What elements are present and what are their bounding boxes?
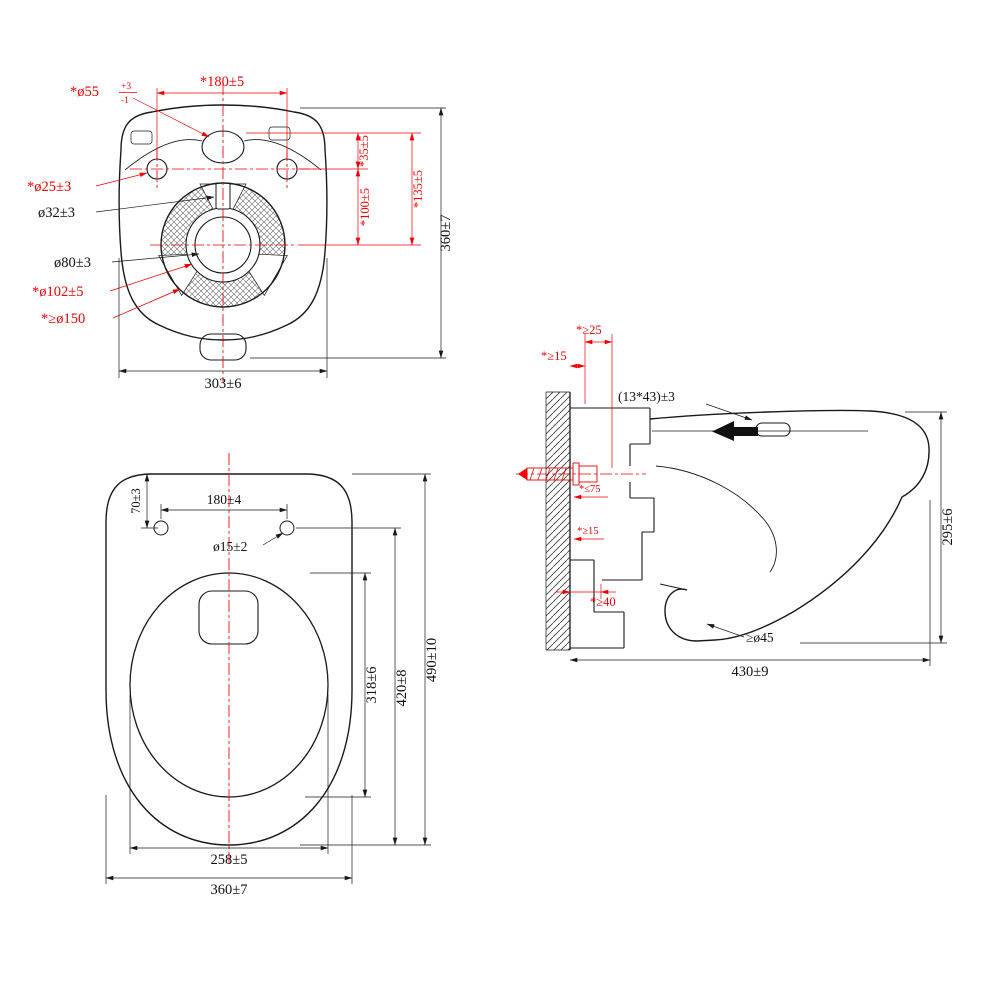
side-view: *≥25 *≥15 (13*43)±3 *≤75 *≥15 *≥40 295±6… [516,323,956,680]
rear-dimensions: *180±5 *ø55 +3 -1 *ø25±3 ø32±3 ø80±3 *ø1… [27,74,454,392]
dim-d25: *ø25±3 [27,179,71,195]
side-fixing-bolt [516,462,646,486]
dim-d55-minus: -1 [121,96,129,106]
dim-le75: *≤75 [579,484,601,495]
dim-430: 430±9 [732,664,769,680]
dim-295: 295±6 [940,509,956,546]
dim-360: 360±7 [211,882,248,898]
dim-420: 420±8 [394,670,410,707]
dim-d102: *ø102±5 [32,284,83,300]
dim-180: 180±4 [207,492,242,507]
top-view: 70±3 180±4 ø15±2 318±6 420±8 490±10 258±… [105,453,440,898]
dim-135: *135±5 [411,170,425,208]
dim-ge40: *≥40 [590,595,616,609]
side-frame-outline [570,407,655,649]
dim-ge15-mid: *≥15 [577,526,599,537]
dim-hole-spacing: *180±5 [200,74,244,90]
dim-d150: *≥ø150 [41,311,85,327]
dim-width: 303±6 [205,376,242,392]
flush-jet [198,590,259,645]
dim-d32: ø32±3 [38,205,75,221]
top-dimensions: 70±3 180±4 ø15±2 318±6 420±8 490±10 258±… [105,473,440,898]
dim-slot: (13*43)±3 [618,389,675,404]
dim-70: 70±3 [129,488,143,514]
rear-centerlines [130,83,316,382]
dim-trap: ≥ø45 [746,630,774,645]
side-bowl-outline [649,409,930,642]
dim-d15: ø15±2 [213,539,247,554]
dim-d55-plus: +3 [121,82,131,92]
dim-100: *100±5 [358,188,372,226]
dim-318: 318±6 [364,667,380,704]
dim-258: 258±5 [211,852,248,868]
dim-d80: ø80±3 [54,255,91,271]
dim-ge15-top: *≥15 [541,349,567,363]
hinge-hole-right [279,520,295,536]
flush-slot [755,422,791,437]
side-wall [545,391,571,651]
dim-490: 490±10 [424,638,440,682]
side-dimensions: *≥25 *≥15 (13*43)±3 *≤75 *≥15 *≥40 295±6… [541,323,956,680]
dim-d55: *ø55 [70,84,99,100]
flow-arrow-icon [712,421,758,441]
dim-35: *35±5 [357,135,371,167]
dim-height: 360±7 [438,215,454,252]
dim-ge25: *≥25 [576,323,602,337]
rear-view: *180±5 *ø55 +3 -1 *ø25±3 ø32±3 ø80±3 *ø1… [27,74,454,392]
